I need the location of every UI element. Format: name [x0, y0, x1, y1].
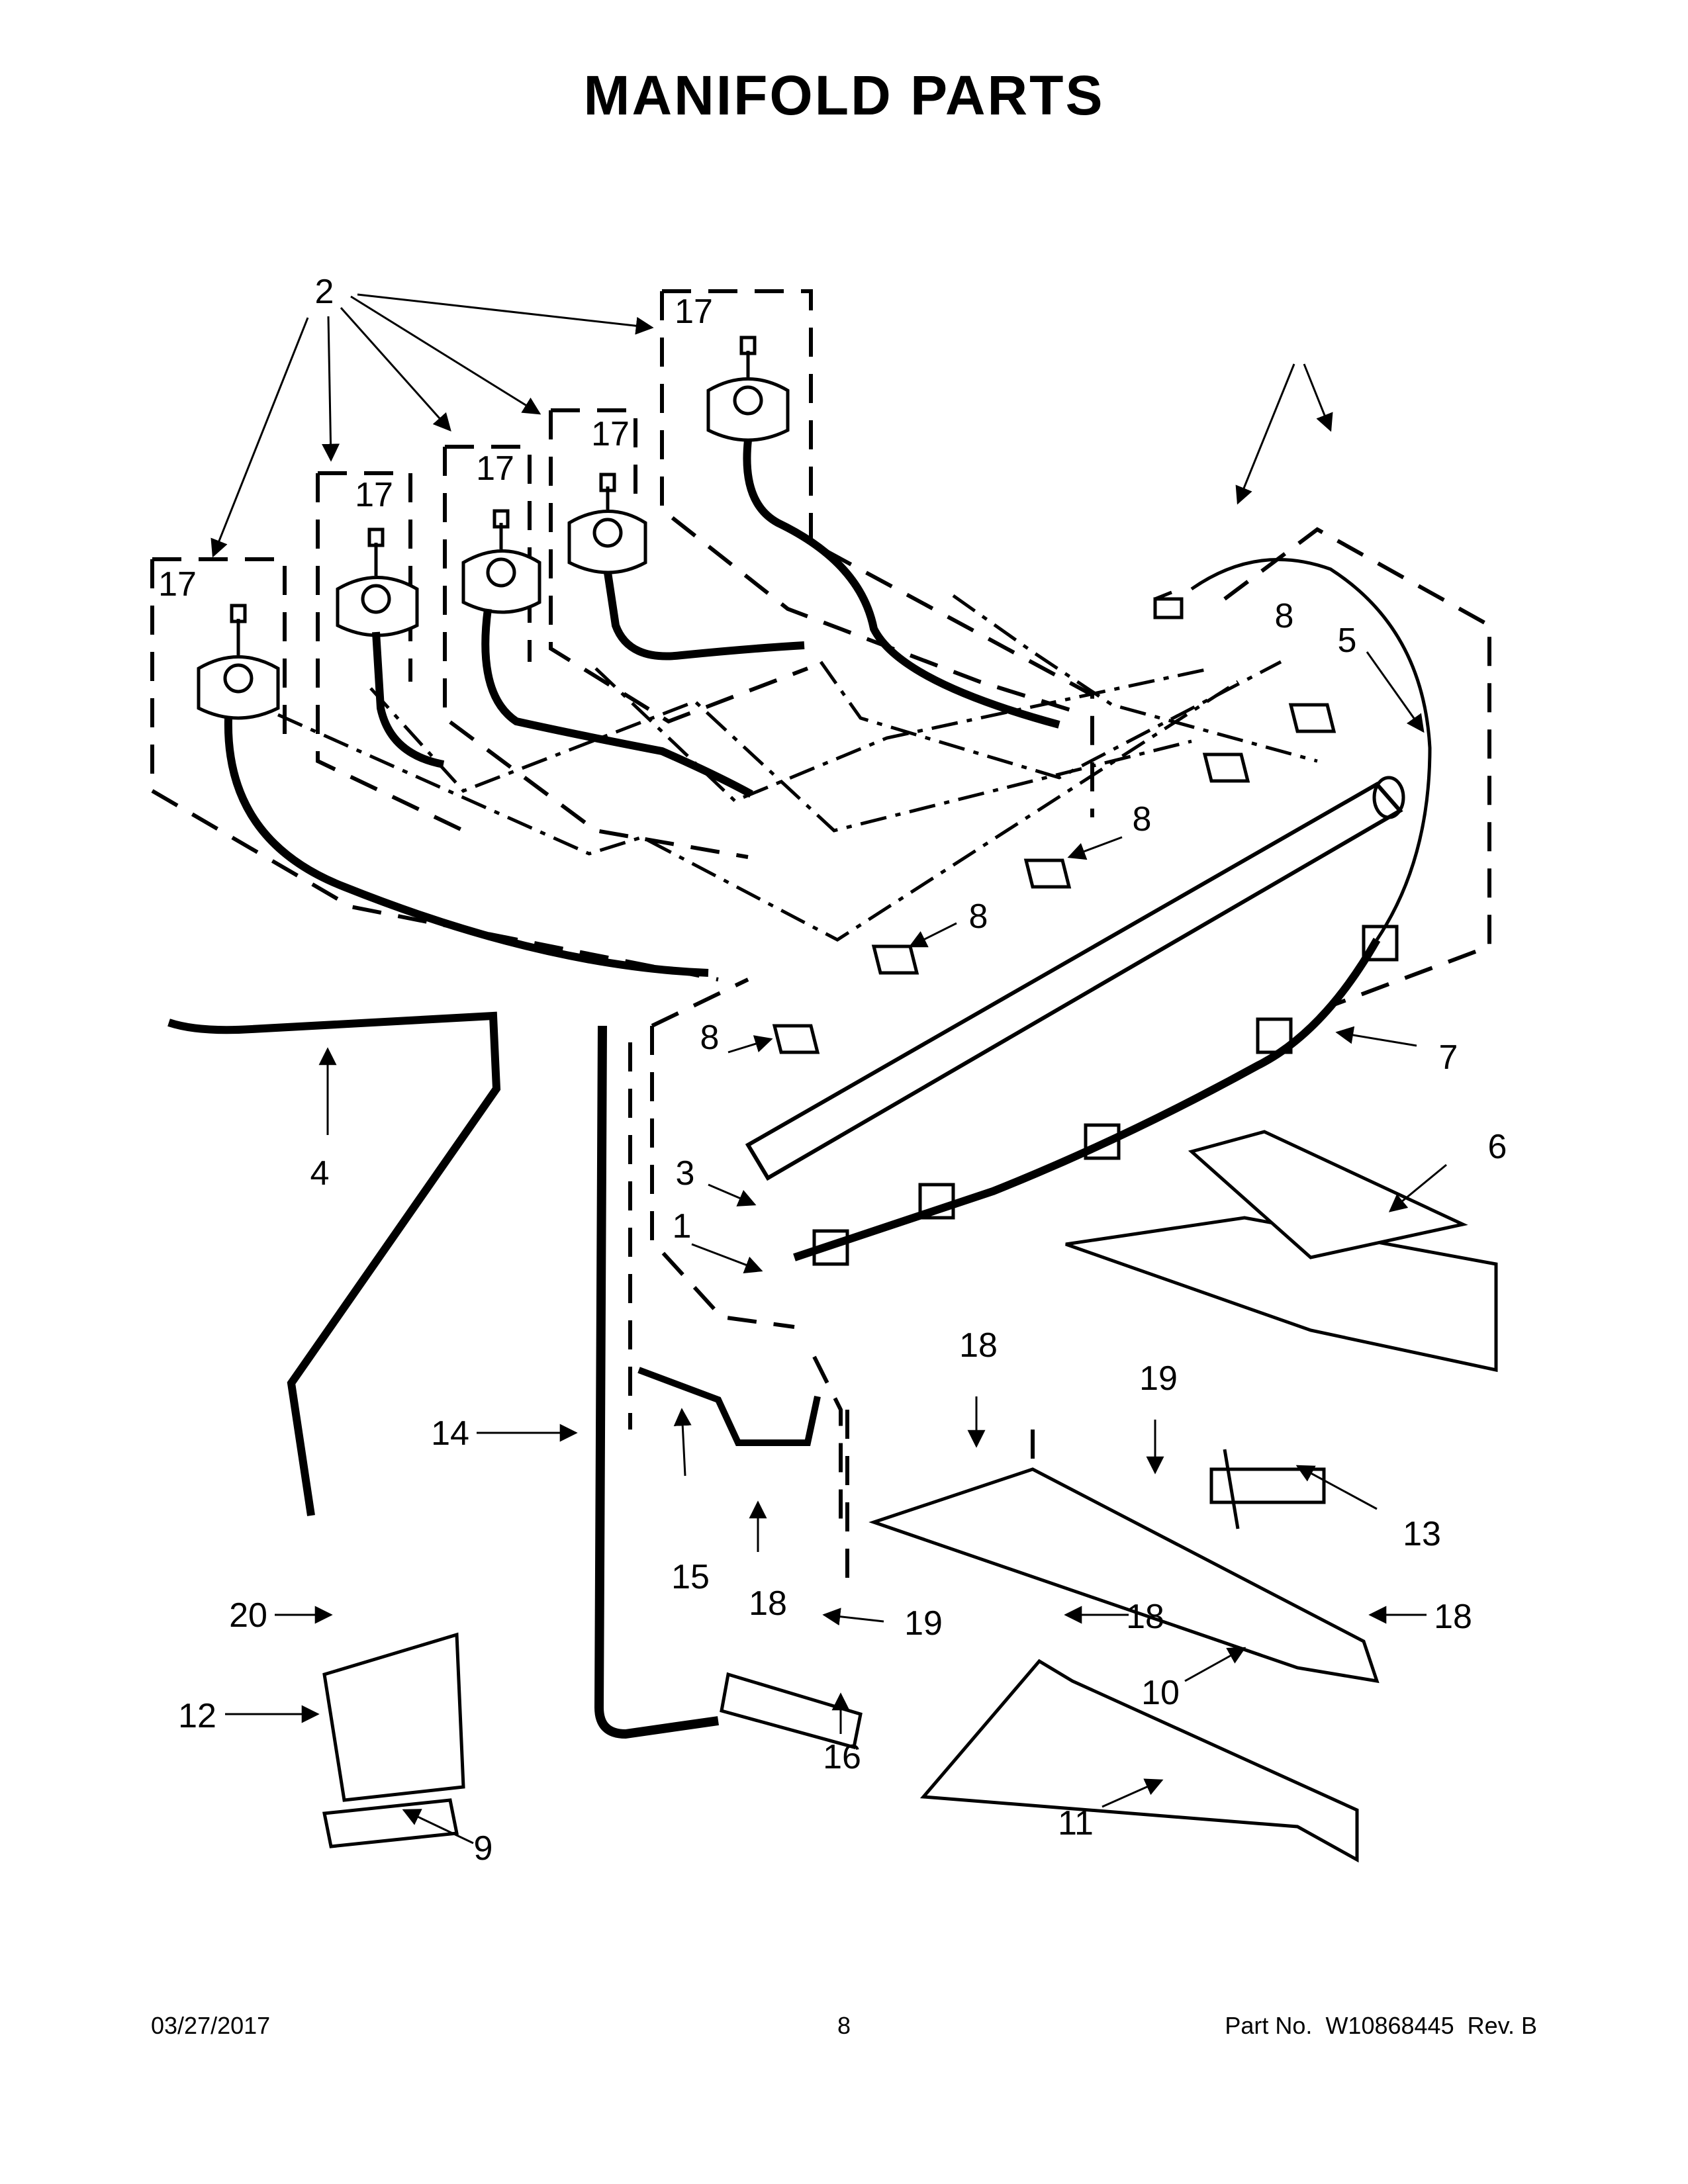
callout-13: 13 [1403, 1515, 1441, 1553]
callout-10: 10 [1141, 1674, 1180, 1712]
leader-arrows [211, 293, 1447, 1844]
callout-7: 7 [1439, 1038, 1458, 1077]
callout-8-c: 8 [969, 897, 988, 936]
callout-17-b: 17 [591, 415, 630, 453]
burner-valve-2 [336, 527, 445, 768]
tube-4 [167, 1011, 501, 1516]
bracket-9 [322, 1798, 459, 1848]
callout-15: 15 [671, 1558, 710, 1596]
footer-part-number: W10868445 [1325, 2012, 1454, 2039]
callout-9: 9 [474, 1829, 493, 1868]
callout-8-a: 8 [1275, 597, 1294, 635]
orifice-holder-16 [720, 1672, 863, 1750]
broil-burner-11 [919, 1659, 1359, 1863]
footer-revision: Rev. B [1467, 2012, 1537, 2039]
callout-18-d: 18 [1434, 1598, 1472, 1636]
callout-17-d: 17 [355, 476, 393, 514]
ignitor-harness-7 [793, 925, 1399, 1266]
footer-date: 03/27/2017 [151, 2012, 271, 2039]
manifold-pipe-assembly [745, 557, 1498, 1373]
callout-12: 12 [178, 1697, 216, 1735]
callout-18-c: 18 [1126, 1598, 1164, 1636]
burner-valve-5 [706, 336, 1060, 729]
callout-18-b: 18 [749, 1584, 787, 1623]
callout-17-e: 17 [158, 565, 197, 604]
heat-shield-6 [1065, 1130, 1498, 1373]
page-title: MANIFOLD PARTS [583, 64, 1105, 126]
burner-valve-assemblies [197, 336, 1060, 977]
valve-crossover-15 [637, 1367, 821, 1446]
callout-2: 2 [315, 273, 334, 311]
dashed-group-outlines [150, 289, 1491, 1582]
orifice-fittings [772, 703, 1336, 1054]
callout-1: 1 [673, 1207, 692, 1246]
lower-components [167, 1011, 1380, 1863]
wire-harness-5 [1153, 557, 1432, 941]
callout-14: 14 [431, 1414, 469, 1453]
footer-page-number: 8 [837, 2012, 851, 2039]
callout-4: 4 [310, 1154, 330, 1193]
footer-part-label: Part No. [1225, 2012, 1313, 2039]
callout-8-b: 8 [1133, 800, 1152, 839]
ignitor-13 [1209, 1449, 1326, 1529]
burner-valve-1 [197, 604, 709, 977]
callout-17-a: 17 [675, 293, 713, 331]
burner-valve-4 [567, 473, 805, 660]
burner-valve-3 [461, 509, 753, 798]
callout-16: 16 [823, 1738, 861, 1776]
flow-leader-lines [277, 594, 1318, 942]
callout-8-d: 8 [700, 1019, 720, 1057]
callout-11: 11 [1058, 1804, 1094, 1843]
oven-burner-10 [868, 1467, 1380, 1684]
callout-19-a: 19 [1139, 1359, 1178, 1398]
callout-labels: 2 17 17 17 17 17 17 8 5 8 8 8 7 4 3 1 6 … [158, 273, 1507, 1868]
callout-19-b: 19 [904, 1604, 943, 1643]
callout-18-a: 18 [959, 1326, 998, 1365]
safety-valve-12 [322, 1632, 465, 1802]
main-supply-tube-14 [594, 1025, 719, 1739]
callout-5: 5 [1338, 621, 1357, 660]
callout-6: 6 [1488, 1128, 1507, 1166]
callout-20: 20 [229, 1596, 267, 1635]
callout-17-c: 17 [476, 449, 514, 488]
callout-3: 3 [676, 1154, 695, 1193]
footer-part-info: Part No. W10868445 Rev. B [1225, 2012, 1537, 2040]
